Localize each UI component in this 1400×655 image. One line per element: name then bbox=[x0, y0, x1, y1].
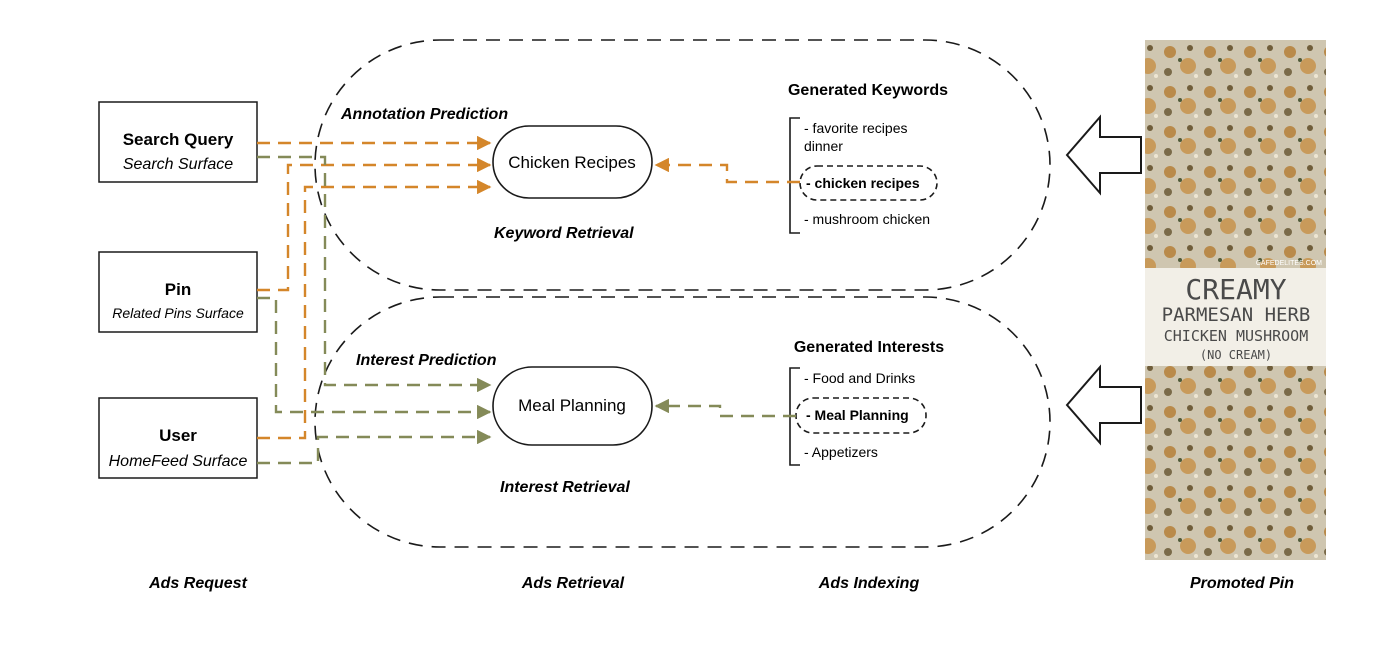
pin-watermark: CAFEDELITES.COM bbox=[1256, 260, 1322, 267]
connector-user-to-chicken bbox=[257, 179, 492, 440]
ads-retrieval-label: Ads Retrieval bbox=[521, 575, 625, 592]
left-arrow-icon bbox=[1065, 114, 1142, 196]
ads-indexing-label: Ads Indexing bbox=[818, 575, 920, 592]
pin-title-line: PARMESAN HERB bbox=[1162, 304, 1311, 326]
interest-item-highlighted: - Meal Planning bbox=[806, 407, 909, 423]
olive-connectors bbox=[257, 155, 492, 465]
interest-item: - Appetizers bbox=[804, 444, 878, 460]
node-label: Chicken Recipes bbox=[508, 153, 636, 172]
connector-user-to-meal bbox=[257, 429, 492, 465]
source-user[interactable]: User HomeFeed Surface bbox=[98, 397, 258, 479]
pin-title-line: (NO CREAM) bbox=[1200, 348, 1272, 362]
promoted-pin-label: Promoted Pin bbox=[1190, 575, 1294, 592]
keyword-group-outline bbox=[314, 39, 1051, 291]
connector-search-to-meal bbox=[257, 155, 492, 393]
pin-title-banner bbox=[1145, 268, 1326, 366]
pin-food-photo-bottom bbox=[1145, 366, 1326, 560]
pin-title-line: CHICKEN MUSHROOM bbox=[1164, 327, 1309, 345]
keyword-item: dinner bbox=[804, 138, 843, 154]
keyword-item: - mushroom chicken bbox=[804, 211, 930, 227]
keywords-bracket bbox=[789, 117, 800, 234]
source-subtitle: Search Surface bbox=[123, 156, 233, 173]
source-title: Search Query bbox=[123, 130, 234, 149]
source-search-query[interactable]: Search Query Search Surface bbox=[98, 101, 258, 183]
keyword-item: - favorite recipes bbox=[804, 120, 907, 136]
node-label: Meal Planning bbox=[518, 396, 626, 415]
ads-request-label: Ads Request bbox=[148, 575, 247, 592]
keyword-to-node-arrow bbox=[654, 157, 800, 184]
pin-title-line: CREAMY bbox=[1185, 273, 1286, 306]
source-title: Pin bbox=[165, 280, 191, 299]
interest-item: - Food and Drinks bbox=[804, 370, 915, 386]
source-subtitle: Related Pins Surface bbox=[112, 305, 244, 321]
left-arrow-icon bbox=[1065, 364, 1142, 446]
orange-connectors bbox=[257, 135, 492, 440]
connector-pin-to-chicken bbox=[257, 157, 492, 292]
interest-to-node-arrow bbox=[654, 398, 796, 418]
connector-pin-to-meal bbox=[257, 296, 492, 420]
keyword-item-highlighted: - chicken recipes bbox=[806, 175, 920, 191]
source-title: User bbox=[159, 426, 197, 445]
node-meal-planning[interactable]: Meal Planning bbox=[492, 366, 653, 446]
generated-interests-header: Generated Interests bbox=[794, 339, 944, 356]
pin-food-photo-top bbox=[1145, 40, 1326, 268]
promoted-pin-image[interactable]: CAFEDELITES.COM CREAMY PARMESAN HERB CHI… bbox=[1145, 40, 1326, 560]
source-subtitle: HomeFeed Surface bbox=[109, 453, 248, 470]
annotation-prediction-label: Annotation Prediction bbox=[340, 106, 508, 123]
source-pin[interactable]: Pin Related Pins Surface bbox=[98, 251, 258, 333]
interest-prediction-label: Interest Prediction bbox=[356, 352, 497, 369]
interest-group-outline bbox=[314, 296, 1051, 548]
keyword-retrieval-label: Keyword Retrieval bbox=[494, 225, 634, 242]
node-chicken-recipes[interactable]: Chicken Recipes bbox=[492, 125, 653, 199]
interest-retrieval-label: Interest Retrieval bbox=[500, 479, 630, 496]
generated-keywords-header: Generated Keywords bbox=[788, 82, 948, 99]
